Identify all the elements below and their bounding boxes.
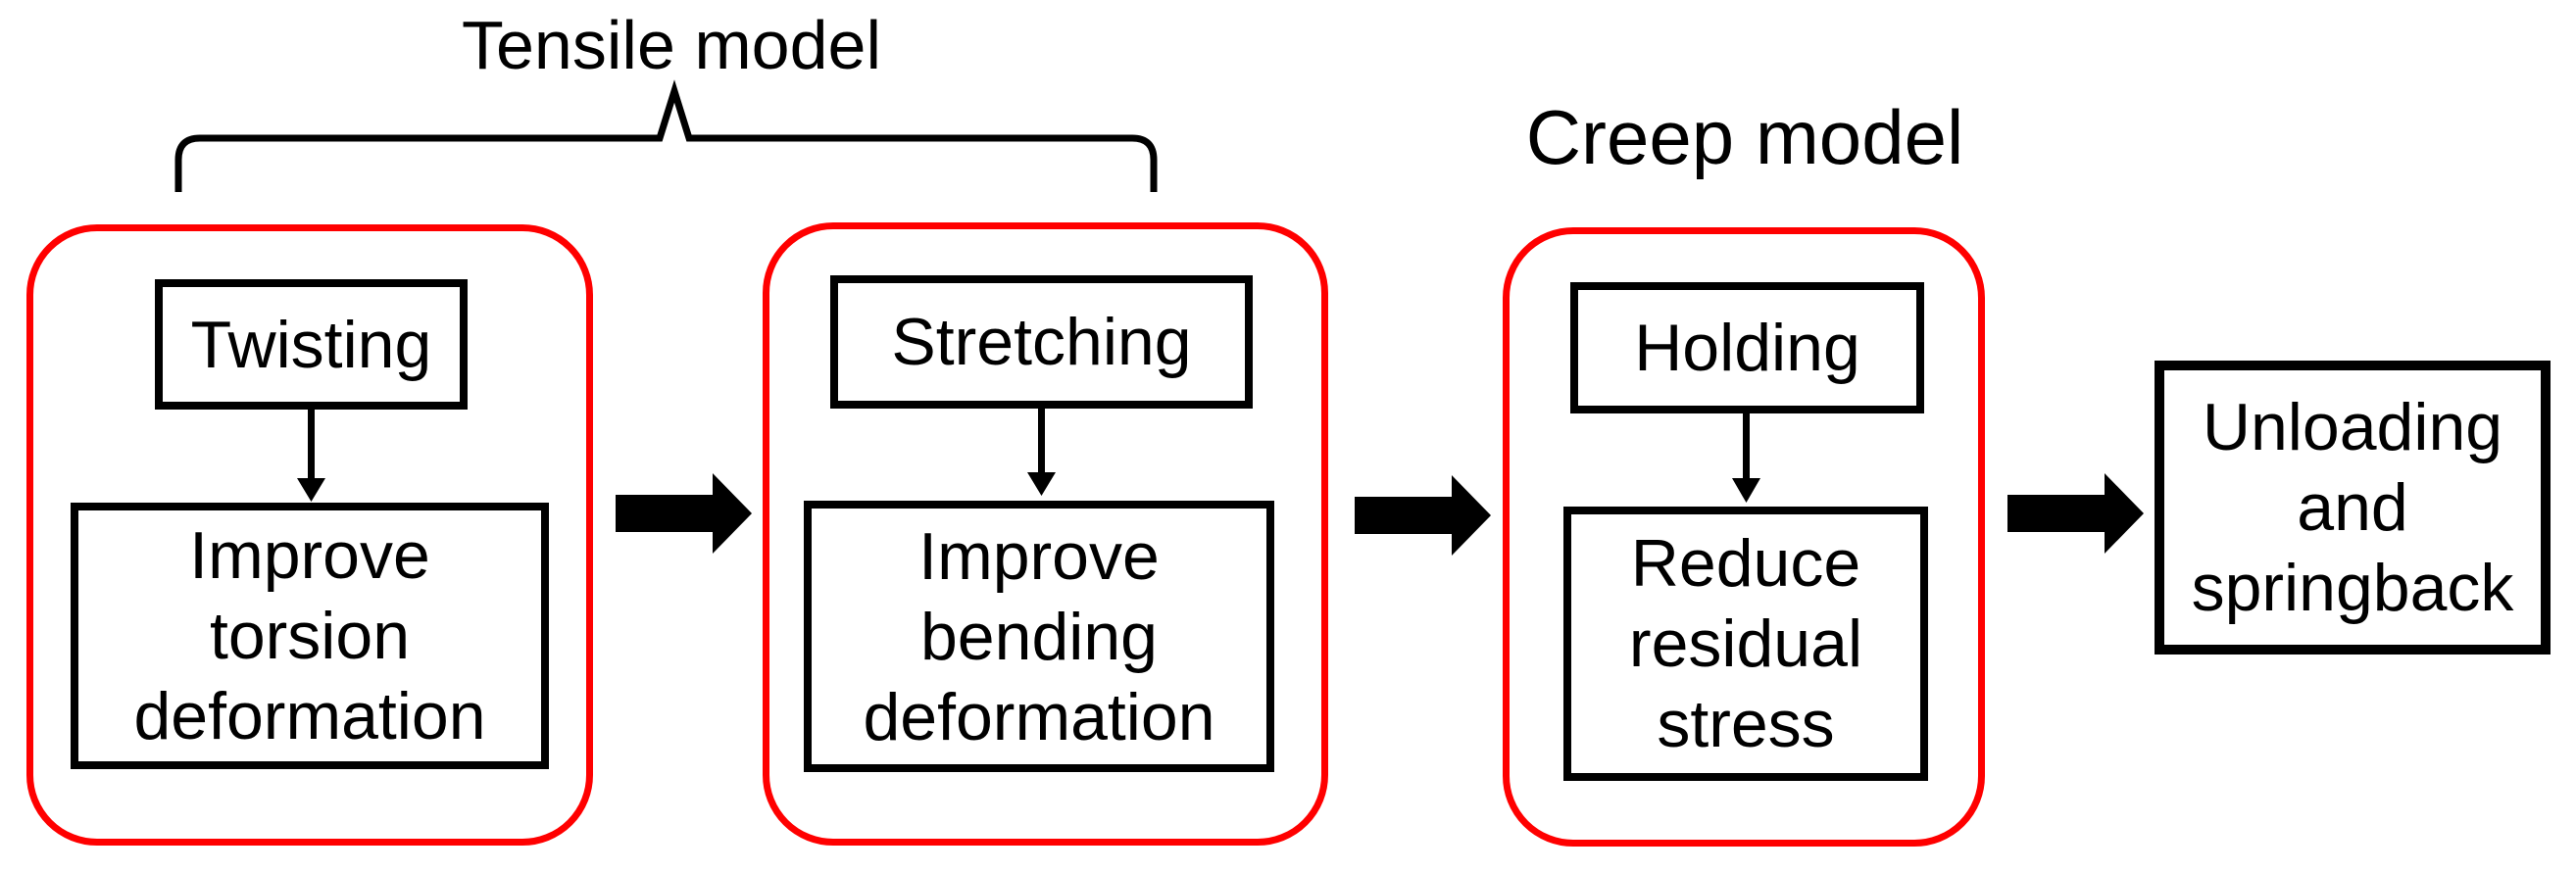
unloading-and-springback-label: Unloading and springback [2191, 390, 2514, 625]
reduce-residual-stress-label: Reduce residual stress [1628, 526, 1863, 761]
improve-bending-deformation-label: Improve bending deformation [863, 518, 1215, 754]
holding-box: Holding [1570, 282, 1924, 413]
tensile-model-title: Tensile model [462, 7, 881, 83]
twisting-label: Twisting [190, 307, 432, 382]
twisting-box: Twisting [155, 279, 468, 410]
tensile-model-brace [174, 79, 1158, 192]
twisting-to-torsion-arrow [297, 406, 325, 502]
creep-model-title: Creep model [1525, 94, 1964, 180]
tensile-stretching-group-outline: Stretching Improve bending deformation [763, 222, 1328, 846]
improve-torsion-deformation-label: Improve torsion deformation [133, 518, 486, 753]
creep-holding-group-outline: Holding Reduce residual stress [1503, 227, 1985, 847]
flow-arrow-twisting-to-stretching [616, 473, 752, 554]
stretching-box: Stretching [830, 275, 1253, 409]
improve-bending-deformation-box: Improve bending deformation [804, 501, 1274, 772]
flow-arrow-holding-to-unloading [2007, 473, 2144, 554]
holding-label: Holding [1634, 311, 1860, 385]
stretching-label: Stretching [891, 305, 1192, 379]
flow-arrow-stretching-to-holding [1355, 475, 1491, 556]
holding-to-reduce-stress-arrow [1732, 410, 1760, 503]
improve-torsion-deformation-box: Improve torsion deformation [71, 503, 549, 769]
stretching-to-bending-arrow [1027, 405, 1056, 496]
reduce-residual-stress-box: Reduce residual stress [1563, 507, 1928, 781]
unloading-and-springback-box: Unloading and springback [2155, 361, 2551, 655]
tensile-twisting-group-outline: Twisting Improve torsion deformation [26, 224, 593, 846]
